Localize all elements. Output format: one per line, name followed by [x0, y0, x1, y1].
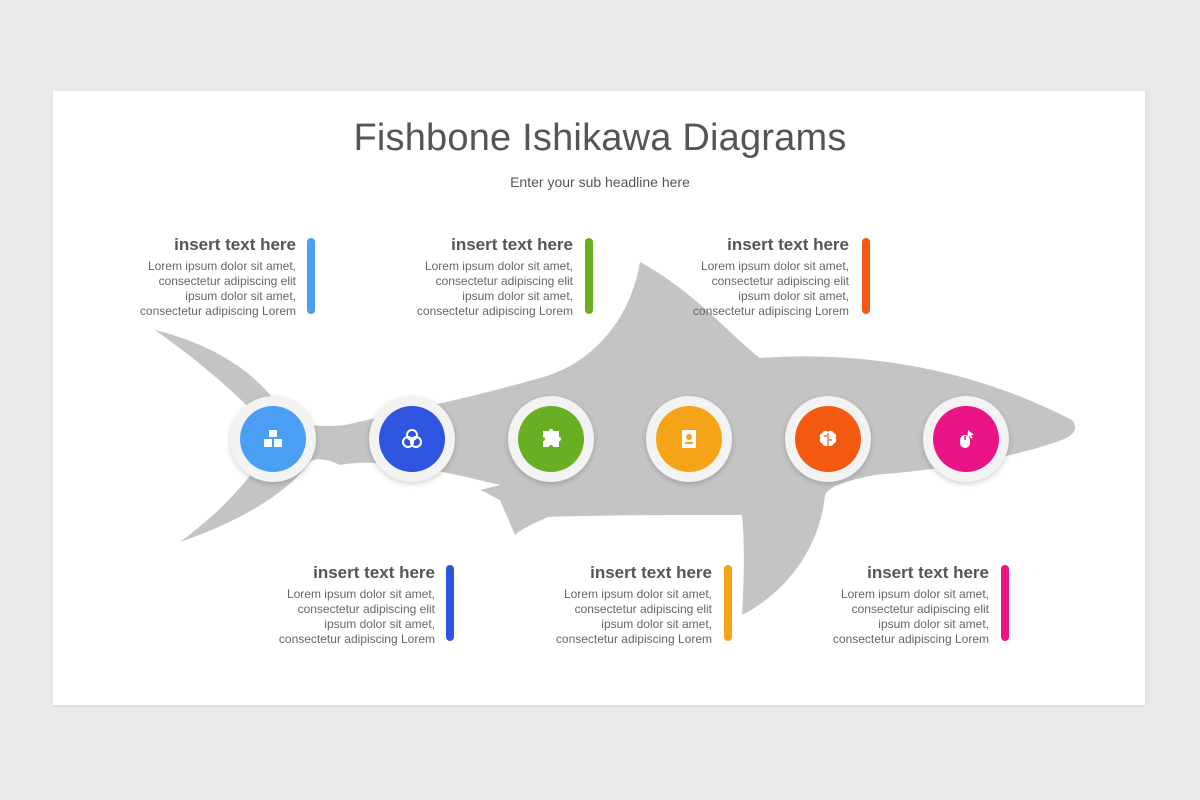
node-1-dot	[240, 406, 306, 472]
card-line: consectetur adipiscing elit	[435, 274, 573, 288]
card-line: ipsum dolor sit amet,	[878, 617, 989, 631]
card-3-accent-bar	[862, 238, 870, 314]
card-5: insert text here Lorem ipsum dolor sit a…	[532, 563, 712, 647]
card-line: consectetur adipiscing Lorem	[416, 304, 573, 318]
brain-icon	[819, 430, 837, 447]
card-line: ipsum dolor sit amet,	[324, 617, 435, 631]
card-line: consectetur adipiscing Lorem	[692, 304, 849, 318]
card-line: consectetur adipiscing elit	[711, 274, 849, 288]
node-2[interactable]	[369, 396, 455, 482]
card-line: ipsum dolor sit amet,	[462, 289, 573, 303]
settings-chart-icon	[682, 430, 696, 448]
card-2-body: Lorem ipsum dolor sit amet, consectetur …	[393, 259, 573, 319]
card-line: Lorem ipsum dolor sit amet,	[147, 259, 296, 273]
card-line: consectetur adipiscing Lorem	[139, 304, 296, 318]
card-1-body: Lorem ipsum dolor sit amet, consectetur …	[116, 259, 296, 319]
card-line: consectetur adipiscing elit	[297, 602, 435, 616]
puzzle-icon	[543, 429, 561, 447]
card-line: Lorem ipsum dolor sit amet,	[563, 587, 712, 601]
card-line: Lorem ipsum dolor sit amet,	[286, 587, 435, 601]
card-5-title: insert text here	[590, 563, 712, 582]
card-1: insert text here Lorem ipsum dolor sit a…	[116, 235, 296, 319]
card-6-title: insert text here	[867, 563, 989, 582]
mouse-pointer-icon	[960, 430, 974, 448]
node-2-dot	[379, 406, 445, 472]
card-line: Lorem ipsum dolor sit amet,	[424, 259, 573, 273]
node-5[interactable]	[785, 396, 871, 482]
card-1-title: insert text here	[174, 235, 296, 254]
card-line: consectetur adipiscing Lorem	[555, 632, 712, 646]
node-6-dot	[933, 406, 999, 472]
card-5-body: Lorem ipsum dolor sit amet, consectetur …	[532, 587, 712, 647]
blocks-icon	[264, 430, 282, 447]
card-6-body: Lorem ipsum dolor sit amet, consectetur …	[809, 587, 989, 647]
card-4-title: insert text here	[313, 563, 435, 582]
node-4-dot	[656, 406, 722, 472]
card-2-accent-bar	[585, 238, 593, 314]
card-3-body: Lorem ipsum dolor sit amet, consectetur …	[669, 259, 849, 319]
card-4-accent-bar	[446, 565, 454, 641]
card-line: consectetur adipiscing elit	[574, 602, 712, 616]
card-1-accent-bar	[307, 238, 315, 314]
card-line: Lorem ipsum dolor sit amet,	[700, 259, 849, 273]
card-2: insert text here Lorem ipsum dolor sit a…	[393, 235, 573, 319]
card-line: consectetur adipiscing Lorem	[278, 632, 435, 646]
card-5-accent-bar	[724, 565, 732, 641]
venn-icon	[402, 429, 422, 448]
card-3-title: insert text here	[727, 235, 849, 254]
card-4-body: Lorem ipsum dolor sit amet, consectetur …	[255, 587, 435, 647]
card-line: Lorem ipsum dolor sit amet,	[840, 587, 989, 601]
card-line: ipsum dolor sit amet,	[601, 617, 712, 631]
card-6-accent-bar	[1001, 565, 1009, 641]
card-2-title: insert text here	[451, 235, 573, 254]
card-line: consectetur adipiscing Lorem	[832, 632, 989, 646]
card-line: consectetur adipiscing elit	[851, 602, 989, 616]
page-subtitle: Enter your sub headline here	[510, 174, 690, 190]
page-title: Fishbone Ishikawa Diagrams	[353, 117, 847, 159]
card-6: insert text here Lorem ipsum dolor sit a…	[809, 563, 989, 647]
card-3: insert text here Lorem ipsum dolor sit a…	[669, 235, 849, 319]
card-line: ipsum dolor sit amet,	[738, 289, 849, 303]
card-line: ipsum dolor sit amet,	[185, 289, 296, 303]
node-5-dot	[795, 406, 861, 472]
node-3-dot	[518, 406, 584, 472]
node-6[interactable]	[923, 396, 1009, 482]
node-1[interactable]	[230, 396, 316, 482]
node-4[interactable]	[646, 396, 732, 482]
node-3[interactable]	[508, 396, 594, 482]
card-line: consectetur adipiscing elit	[158, 274, 296, 288]
card-4: insert text here Lorem ipsum dolor sit a…	[255, 563, 435, 647]
